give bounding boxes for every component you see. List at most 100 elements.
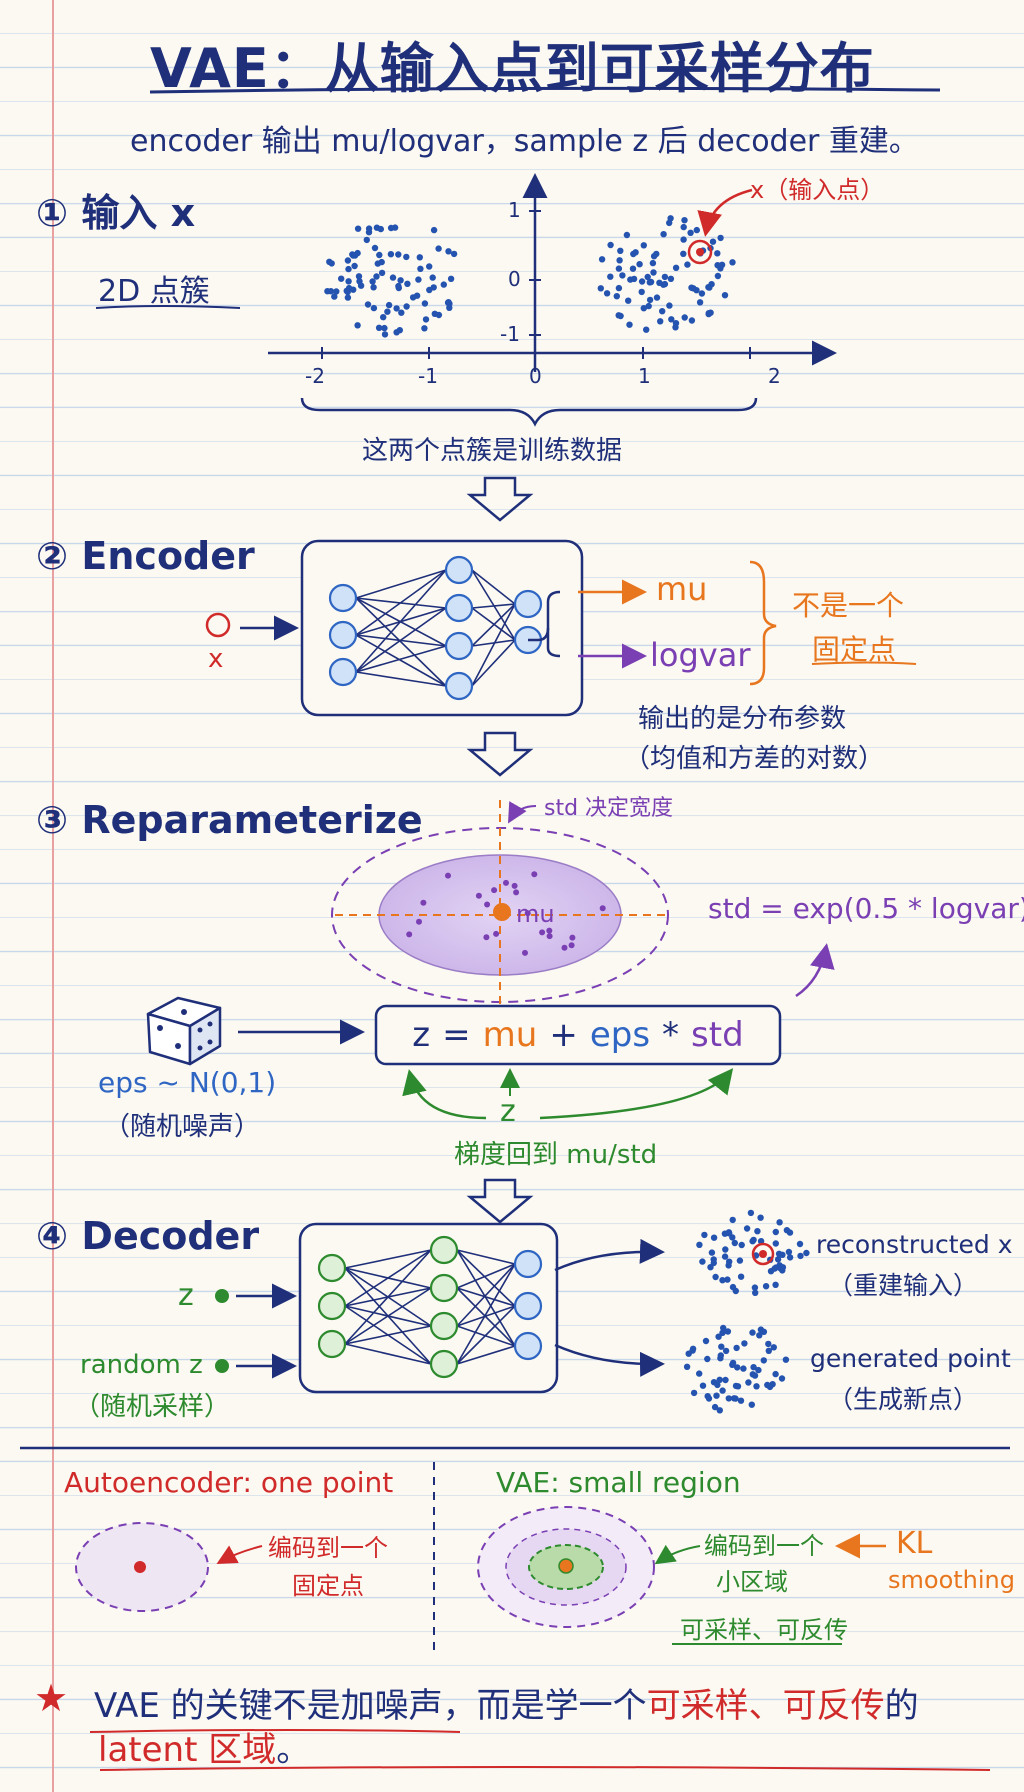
step3-heading: ③ Reparameterize [36, 798, 423, 842]
down-arrow-2 [466, 731, 534, 777]
data-point [623, 231, 631, 239]
encoder-box [300, 539, 584, 717]
data-point [776, 1219, 783, 1226]
generated-label: generated point [810, 1344, 1011, 1373]
network-edge [471, 569, 516, 605]
data-point [426, 286, 433, 294]
data-point [369, 278, 376, 285]
data-point [627, 276, 634, 283]
footer-underline-2 [99, 1766, 991, 1771]
data-point [326, 258, 333, 265]
encoder-input-label: x [208, 644, 224, 674]
data-point [613, 293, 620, 300]
data-point [796, 1240, 804, 1248]
down-arrow-3 [466, 1178, 534, 1224]
data-point [681, 217, 688, 224]
data-point [721, 292, 729, 299]
data-point [724, 1276, 731, 1283]
data-point [396, 327, 403, 334]
data-point [403, 253, 410, 261]
sample-dot [599, 905, 606, 912]
data-point [765, 1347, 772, 1355]
sample-dot [524, 910, 531, 917]
network-node [328, 657, 358, 687]
network-edge [456, 1305, 516, 1327]
data-point [435, 311, 443, 319]
data-point [747, 1209, 755, 1217]
sample-dots [406, 871, 606, 956]
network-edge [471, 603, 516, 687]
data-point [625, 297, 632, 304]
data-point [398, 309, 405, 316]
data-point [615, 284, 623, 292]
network-edge [471, 603, 516, 609]
data-point [351, 262, 358, 270]
network-edge [344, 1249, 432, 1269]
data-point [689, 1347, 696, 1354]
data-point [680, 223, 687, 231]
random-z-note: （随机采样） [74, 1392, 231, 1422]
data-point [435, 245, 442, 252]
data-point [377, 225, 384, 233]
network-edge [456, 1263, 516, 1365]
formula-z: z [412, 1015, 431, 1055]
data-point [363, 236, 370, 244]
data-point [733, 1344, 740, 1352]
not-fixed-note-line1: 不是一个 [792, 589, 905, 622]
data-point [646, 296, 654, 304]
data-point [324, 288, 331, 295]
mu-center-dot [493, 903, 511, 921]
footer-highlight-1: 可采样、可反传 [646, 1686, 885, 1726]
generated-note: （生成新点） [828, 1385, 979, 1414]
network-edge [355, 569, 447, 636]
sample-dot [445, 872, 451, 879]
network-node [317, 1253, 347, 1283]
step1-heading: ① 输入 x [36, 191, 196, 235]
data-point [598, 256, 606, 263]
network-edge [456, 1305, 516, 1365]
data-point [380, 314, 387, 321]
star-icon: ★ [34, 1676, 69, 1720]
data-point [389, 274, 397, 281]
input-point-marker [687, 239, 713, 265]
data-point [732, 1395, 739, 1402]
data-point [718, 1343, 725, 1350]
network-edge [355, 569, 447, 599]
data-cluster-right [597, 215, 736, 333]
data-point [729, 259, 736, 266]
data-point [765, 1340, 772, 1348]
data-point [751, 1284, 759, 1291]
data-point [338, 275, 345, 282]
network-node [513, 589, 543, 619]
encoder-note-line1: 输出的是分布参数 [638, 704, 847, 734]
std-to-formula-arrow [795, 943, 835, 998]
x-tick-label: 1 [638, 364, 651, 388]
formula-equals: = [442, 1015, 471, 1055]
data-point [713, 1392, 720, 1399]
sample-dot [503, 879, 509, 886]
data-point [426, 263, 433, 270]
data-point [681, 314, 688, 321]
decoder-random-dot [215, 1359, 229, 1373]
y-tick-label: 1 [508, 198, 521, 222]
data-point [750, 1364, 757, 1371]
network-edge [344, 1249, 432, 1345]
grad-to-std-arrow [539, 1068, 734, 1120]
data-point [349, 251, 356, 258]
sample-dot [561, 944, 568, 951]
data-point [333, 288, 340, 295]
sample-dot [531, 871, 538, 878]
data-point [684, 261, 691, 268]
data-point [714, 250, 721, 257]
data-point [616, 257, 623, 264]
data-point [615, 265, 623, 272]
data-point [365, 225, 373, 232]
data-point [760, 1357, 767, 1364]
data-point [416, 254, 423, 261]
data-point [395, 282, 402, 290]
not-fixed-underline [811, 661, 917, 665]
sample-dot [416, 918, 422, 925]
footer-line1: VAE 的关键不是加噪声，而是学一个可采样、可反传的 [94, 1678, 919, 1727]
network-node [513, 1331, 543, 1361]
data-point [786, 1229, 794, 1236]
